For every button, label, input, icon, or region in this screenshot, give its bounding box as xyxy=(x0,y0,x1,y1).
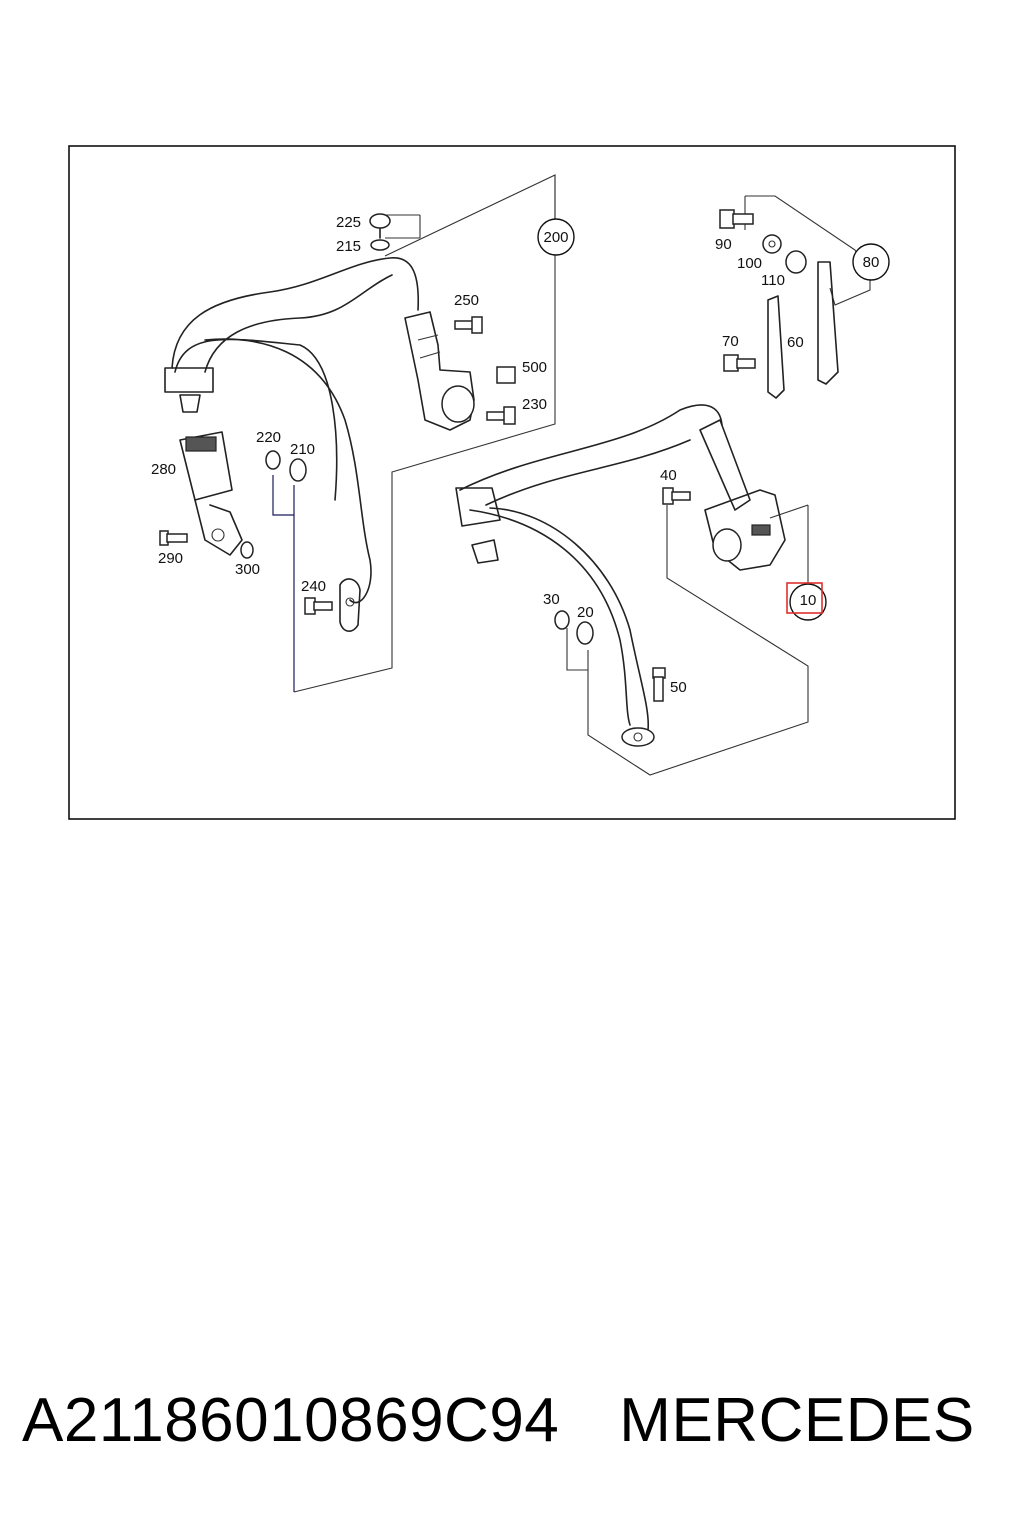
part-225-pushpin xyxy=(369,213,391,239)
part-number: A21186010869C94 xyxy=(22,1385,560,1455)
part-90-screw xyxy=(719,209,754,229)
highlight-box xyxy=(786,582,823,614)
label-280: 280 xyxy=(151,461,176,478)
label-300: 300 xyxy=(235,561,260,578)
part-215-washer xyxy=(370,239,390,251)
part-220-washer xyxy=(265,450,281,470)
label-30: 30 xyxy=(543,591,560,608)
part-110-nut xyxy=(785,250,807,274)
callout-80[interactable]: 80 xyxy=(852,243,890,281)
label-90: 90 xyxy=(715,236,732,253)
right-belt-webbing xyxy=(459,404,723,731)
label-240: 240 xyxy=(301,578,326,595)
part-300-nut xyxy=(240,541,254,559)
part-210-cap xyxy=(289,458,307,482)
label-290: 290 xyxy=(158,550,183,567)
left-belt-webbing xyxy=(171,257,420,604)
label-225: 225 xyxy=(336,214,361,231)
label-20: 20 xyxy=(577,604,594,621)
svg-text:10: 10 xyxy=(800,592,817,609)
label-210: 210 xyxy=(290,441,315,458)
label-215: 215 xyxy=(336,238,361,255)
part-30-washer xyxy=(554,610,570,630)
label-100: 100 xyxy=(737,255,762,272)
label-230: 230 xyxy=(522,396,547,413)
part-70-bolt xyxy=(723,354,756,372)
part-40-bolt xyxy=(662,487,691,505)
label-220: 220 xyxy=(256,429,281,446)
part-240-bolt xyxy=(304,597,333,615)
part-280-buckle xyxy=(179,431,243,556)
label-40: 40 xyxy=(660,467,677,484)
label-250: 250 xyxy=(454,292,479,309)
right-retractor xyxy=(704,489,786,571)
group-10-outline xyxy=(587,505,809,776)
label-500: 500 xyxy=(522,359,547,376)
part-230-bolt xyxy=(486,406,516,425)
part-20-cap xyxy=(576,621,594,645)
part-290-bolt xyxy=(159,530,188,546)
part-250-bolt xyxy=(454,316,483,334)
brand-name: MERCEDES xyxy=(619,1385,975,1455)
parts-diagram: 200 80 10 225 215 250 500 230 220 210 28… xyxy=(68,145,956,820)
part-50-bolt xyxy=(652,667,666,702)
group-200-outline xyxy=(293,174,556,693)
label-110: 110 xyxy=(761,272,785,289)
label-70: 70 xyxy=(722,333,739,350)
callout-10-highlighted[interactable]: 10 xyxy=(786,582,827,621)
part-100-washer xyxy=(762,234,782,254)
label-60: 60 xyxy=(787,334,804,351)
part-60-bracket xyxy=(767,295,785,399)
part-500-clip xyxy=(496,366,516,384)
svg-text:80: 80 xyxy=(863,254,880,271)
diagram-frame xyxy=(68,145,956,820)
label-50: 50 xyxy=(670,679,687,696)
callout-200[interactable]: 200 xyxy=(537,218,575,256)
footer: A21186010869C94 MERCEDES xyxy=(22,1380,1012,1460)
svg-text:200: 200 xyxy=(543,229,568,246)
